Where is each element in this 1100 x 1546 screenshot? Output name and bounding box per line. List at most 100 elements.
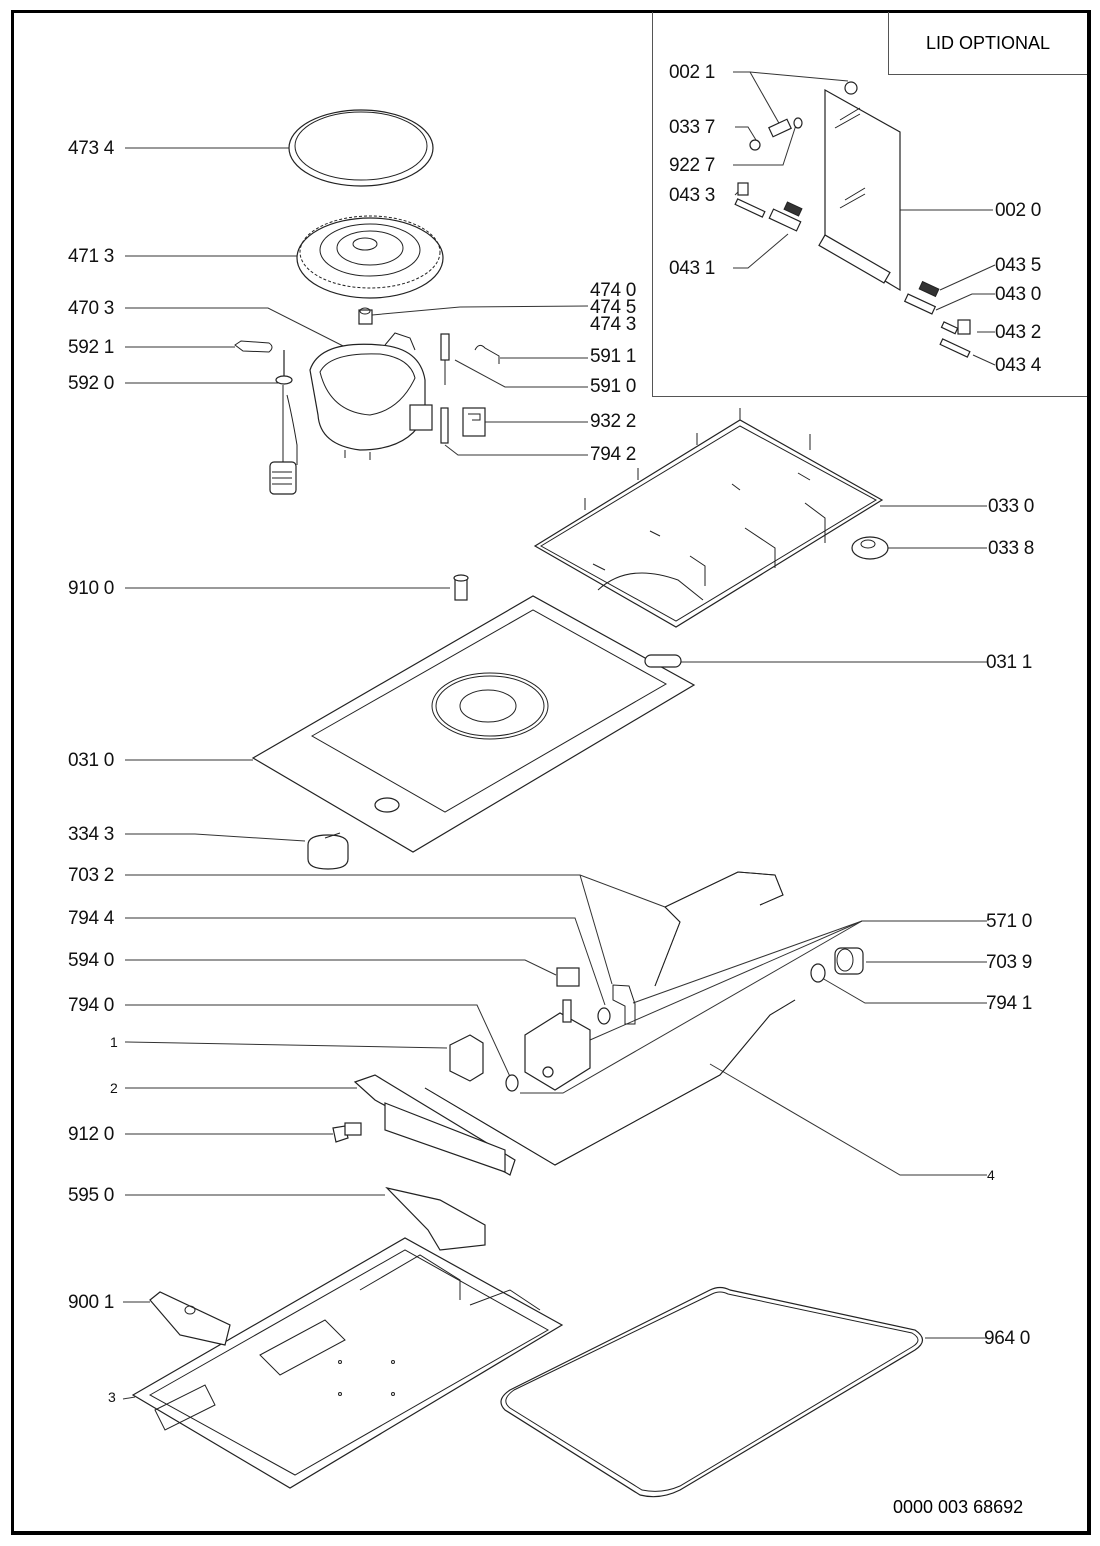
part-label-043-5: 043 5 [995,255,1042,276]
lid-stopper-002-1 [844,81,858,95]
injector-nozzle [358,307,373,325]
electrode-clip-591-1 [474,344,500,364]
part-label-591-1: 591 1 [590,346,637,367]
leader-033-7 [735,126,757,141]
part-label-334-3: 334 3 [68,824,115,845]
leader-002-1b [749,71,781,126]
gas-pipe-703-2 [654,871,784,987]
leader-043-4 [972,354,996,366]
part-label-910-0: 910 0 [68,578,115,599]
gasket-964-0 [500,1286,924,1498]
elbow-703-9 [834,947,864,975]
lid-optional-title: LID OPTIONAL [888,12,1087,75]
leader-470-3 [125,307,356,353]
gas-hose-4 [424,999,796,1166]
hinge-parts-right [903,280,971,358]
lid-glass [818,88,901,292]
clamp-1 [449,1034,484,1082]
part-label-043-2: 043 2 [995,322,1042,343]
leader-334-3 [125,833,306,842]
leader-594-0 [125,959,557,976]
clip-932-2 [462,407,486,437]
part-label-571-0: 571 0 [986,911,1033,932]
washer-794-1 [810,963,826,983]
gas-valve [524,999,591,1091]
igniter-595-0 [385,1186,486,1251]
part-label-932-2: 932 2 [590,411,637,432]
part-label-594-0: 594 0 [68,950,115,971]
bottom-housing [131,1237,564,1489]
part-label-912-0: 912 0 [68,1124,115,1145]
bracket-900-1 [149,1291,231,1346]
part-label-2: 2 [110,1080,118,1096]
burner-base [309,332,433,460]
leader-3 [122,1396,136,1400]
thermocouple [269,350,298,495]
leader-703-2 [125,874,666,908]
part-label-474-0: 474 0 [590,280,637,301]
leader-703-2b [579,874,613,985]
washer-794-4 [597,1007,611,1025]
part-label-474-3: 474 3 [590,314,637,335]
part-label-794-2: 794 2 [590,444,637,465]
clip-794-4 [612,984,636,1025]
burner-cap [288,109,434,187]
part-label-794-1: 794 1 [986,993,1033,1014]
part-label-900-1: 900 1 [68,1292,115,1313]
bracket-2 [353,1074,516,1176]
leader-794-2 [444,444,588,456]
part-label-474-5: 474 5 [590,297,637,318]
part-label-591-0: 591 0 [590,376,637,397]
hinge-043-3 [734,182,766,218]
spacer-922-7 [768,117,803,138]
part-label-033-7: 033 7 [669,117,716,138]
sleeve-794-2 [440,407,449,444]
leader-043-0 [935,293,995,311]
screw-033-7 [749,139,761,151]
screw-912-0 [332,1122,362,1143]
hinge-pin-043-1 [768,201,803,232]
part-label-703-9: 703 9 [986,952,1033,973]
burner-crown [296,215,444,299]
leader-474 [371,305,589,316]
leader-571-0a [632,920,863,1004]
part-label-043-1: 043 1 [669,258,716,279]
drawing-frame [11,10,1091,1535]
part-label-473-4: 473 4 [68,138,115,159]
pan-support [533,408,884,628]
control-knob [307,832,349,870]
part-label-033-8: 033 8 [988,538,1035,559]
screw-910-0 [453,574,469,601]
hob-top-plate [251,595,696,853]
spring-clip-592-1 [234,340,273,353]
part-label-470-3: 470 3 [68,298,115,319]
part-label-1: 1 [110,1034,118,1050]
leader-1 [124,1041,448,1049]
part-label-592-0: 592 0 [68,373,115,394]
part-label-922-7: 922 7 [669,155,716,176]
ignition-electrode [440,333,450,385]
leader-794-0 [125,1004,513,1082]
part-label-043-4: 043 4 [995,355,1042,376]
part-label-794-4: 794 4 [68,908,115,929]
rubber-foot [851,536,889,560]
part-label-703-2: 703 2 [68,865,115,886]
part-label-002-0: 002 0 [995,200,1042,221]
leader-4 [709,1063,987,1176]
leader-794-1 [821,977,987,1004]
part-label-595-0: 595 0 [68,1185,115,1206]
bracket-594-0 [556,967,580,987]
part-label-471-3: 471 3 [68,246,115,267]
part-label-964-0: 964 0 [984,1328,1031,1349]
part-label-031-0: 031 0 [68,750,115,771]
seal-031-1 [644,654,682,668]
leader-043-5 [939,264,996,291]
part-label-031-1: 031 1 [986,652,1033,673]
washer-794-0 [505,1074,519,1092]
part-label-4: 4 [987,1167,995,1183]
document-number: 0000 003 68692 [893,1497,1024,1517]
leader-922-7 [733,124,797,166]
leader-794-4 [125,917,606,1006]
leader-lines [122,71,996,1400]
